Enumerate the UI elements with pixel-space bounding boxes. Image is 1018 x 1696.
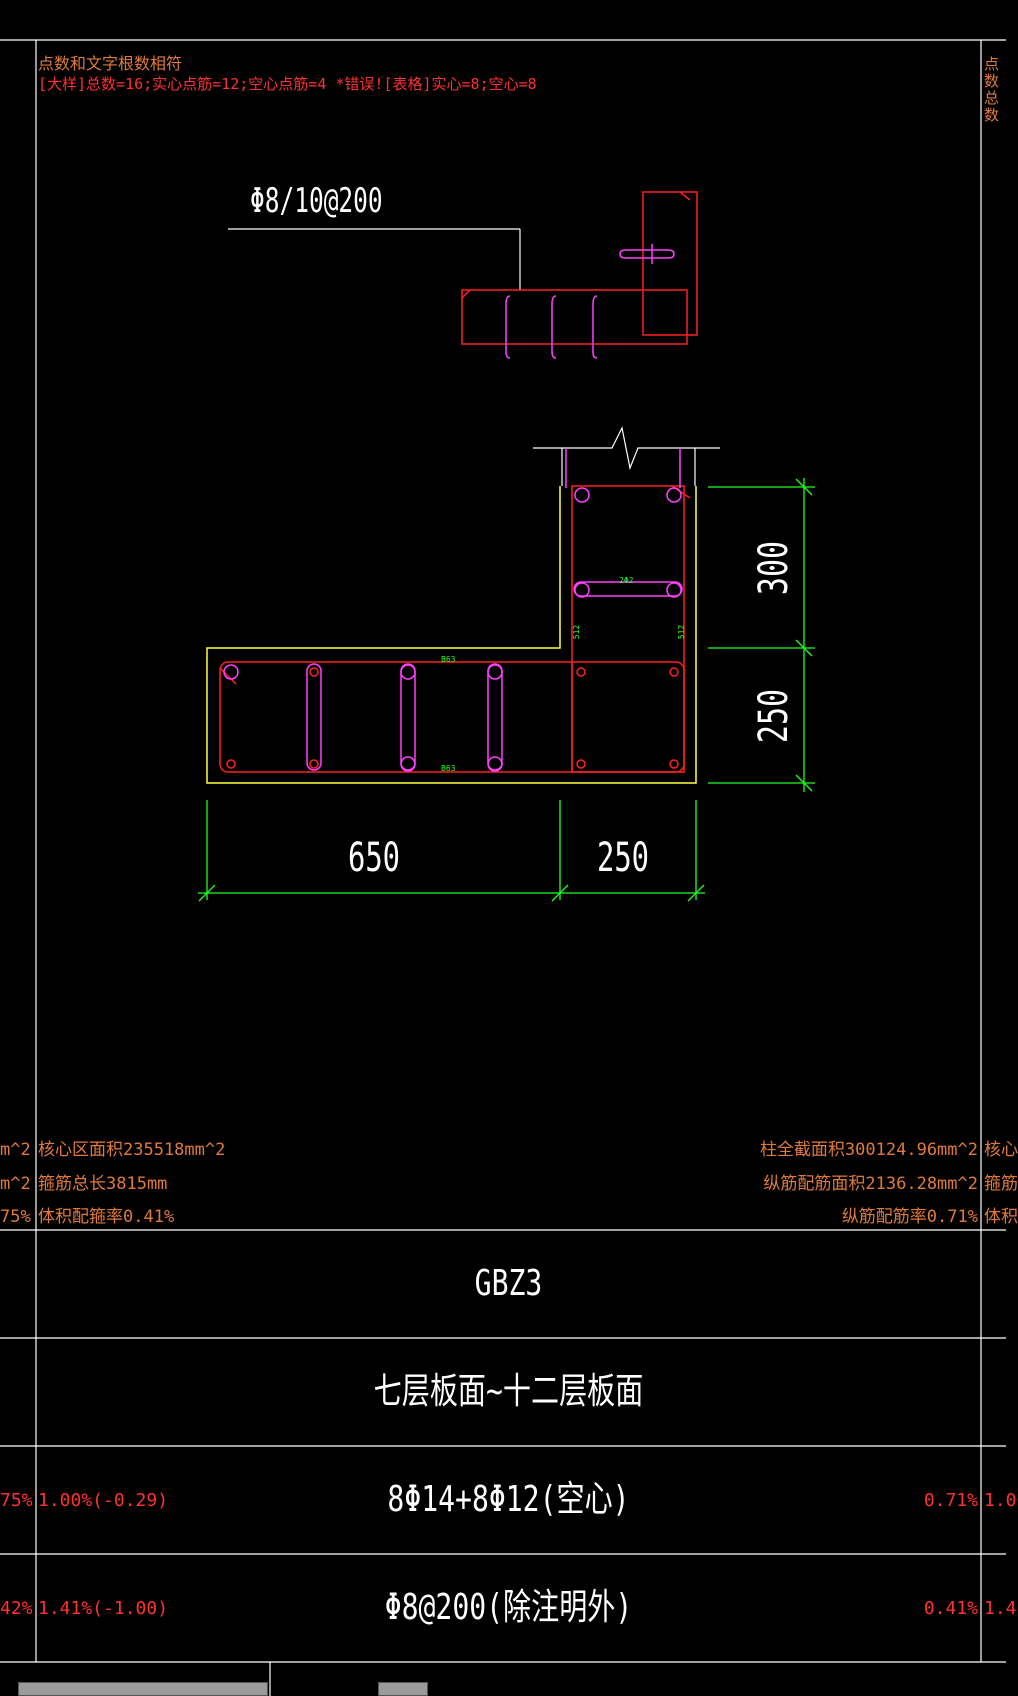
stirrup-label: Φ8/10@200 bbox=[250, 181, 383, 221]
dimension-250-bottom: 250 bbox=[597, 835, 650, 881]
stat-left-clip-1: m^2 bbox=[0, 1140, 31, 1160]
stat-right-clip-1: 核心 bbox=[984, 1140, 1018, 1160]
tie-bars bbox=[306, 448, 683, 771]
stat-stirrup-length: 箍筋总长3815mm bbox=[38, 1174, 168, 1194]
dimension-300: 300 bbox=[751, 540, 798, 596]
dimension-lines bbox=[198, 478, 815, 902]
dimension-250-right: 250 bbox=[751, 688, 798, 744]
label-tie: 2Φ2 bbox=[619, 576, 634, 585]
rebar-point bbox=[309, 667, 319, 677]
rebar-point bbox=[487, 756, 503, 772]
rebar-point bbox=[226, 759, 236, 769]
toolbar-tab-left[interactable] bbox=[18, 1682, 268, 1696]
label-s12-left: 512 bbox=[572, 624, 582, 640]
stat-right-clip-2: 箍筋 bbox=[984, 1174, 1018, 1194]
rebar-point bbox=[400, 756, 416, 772]
stat-volume-ratio: 体积配箍率0.41% bbox=[38, 1207, 175, 1227]
rebar-point bbox=[487, 664, 503, 680]
rebar-point bbox=[223, 664, 239, 680]
stat-left-clip-2: m^2 bbox=[0, 1174, 31, 1194]
rebar-point bbox=[576, 759, 586, 769]
row4-left-clip: 42% bbox=[0, 1598, 33, 1619]
row3-right-value: 0.71% bbox=[923, 1490, 978, 1511]
rebar-point bbox=[666, 582, 682, 598]
section-outline bbox=[206, 486, 697, 784]
row3-left-value: 1.00%(-0.29) bbox=[38, 1490, 169, 1511]
rebar-point bbox=[400, 664, 416, 680]
label-b63-bottom: B63 bbox=[441, 764, 456, 773]
toolbar-tab-right[interactable] bbox=[378, 1682, 428, 1696]
table-stirrup: Φ8@200(除注明外) bbox=[384, 1587, 633, 1628]
dimension-650: 650 bbox=[348, 835, 401, 881]
stat-rebar-ratio: 纵筋配筋率0.71% bbox=[841, 1207, 978, 1227]
label-b63-top: B63 bbox=[441, 655, 456, 664]
rebar-point bbox=[576, 667, 586, 677]
break-line bbox=[533, 426, 720, 486]
frame-lines bbox=[0, 39, 1006, 1696]
row4-right-clip: 1.4 bbox=[984, 1598, 1017, 1619]
note-line-2: [大样]总数=16;实心点筋=12;空心点筋=4 *错误![表格]实心=8;空心… bbox=[38, 75, 537, 93]
stat-core-area: 核心区面积235518mm^2 bbox=[38, 1140, 226, 1160]
row4-left-value: 1.41%(-1.00) bbox=[38, 1598, 169, 1619]
label-s12-right: 512 bbox=[677, 624, 687, 640]
rebar-point bbox=[669, 759, 679, 769]
row3-right-clip: 1.0 bbox=[984, 1490, 1017, 1511]
table-floors: 七层板面~十二层板面 bbox=[373, 1371, 644, 1412]
stat-left-clip-3: 75% bbox=[0, 1207, 31, 1227]
bottom-toolbar bbox=[0, 1682, 1006, 1696]
note-line-1: 点数和文字根数相符 bbox=[38, 54, 183, 73]
note-right-clip: 点数 总数 bbox=[984, 55, 1000, 124]
stirrup-leader bbox=[228, 228, 521, 290]
table-name: GBZ3 bbox=[474, 1263, 543, 1304]
rebar-point bbox=[574, 487, 590, 503]
stirrup-detail-sketch bbox=[461, 191, 698, 359]
rebar-cage bbox=[219, 485, 691, 773]
row3-left-clip: 75% bbox=[0, 1490, 33, 1511]
rebar-point bbox=[574, 582, 590, 598]
rebar-point bbox=[666, 487, 682, 503]
rebar-points bbox=[223, 487, 682, 772]
stat-rebar-area: 纵筋配筋面积2136.28mm^2 bbox=[763, 1174, 978, 1194]
table-longitudinal-rebar: 8Φ14+8Φ12(空心) bbox=[387, 1479, 630, 1520]
rebar-point bbox=[669, 667, 679, 677]
stat-total-area: 柱全截面积300124.96mm^2 bbox=[759, 1140, 978, 1160]
row4-right-value: 0.41% bbox=[923, 1598, 978, 1619]
rebar-point bbox=[309, 759, 319, 769]
stat-right-clip-3: 体积 bbox=[984, 1207, 1018, 1227]
